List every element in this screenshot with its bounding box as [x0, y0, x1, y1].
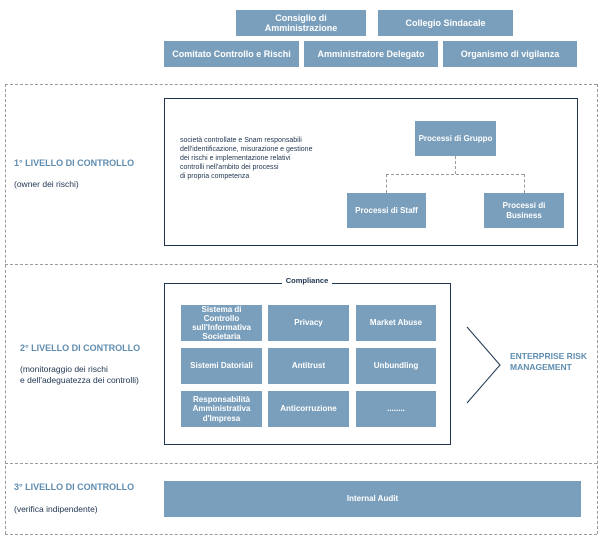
- cell-market-abuse: Market Abuse: [356, 305, 436, 341]
- box-processi-business: Processi di Business: [484, 193, 564, 228]
- cell-ellipsis: ........: [356, 391, 436, 427]
- level3-title: 3° LIVELLO DI CONTROLLO: [14, 482, 135, 492]
- level1-subtitle: (owner dei rischi): [14, 179, 79, 189]
- chevron-right-icon: [466, 326, 501, 404]
- connector-horizontal: [386, 174, 524, 175]
- compliance-label: Compliance: [282, 276, 332, 285]
- internal-audit-bar: Internal Audit: [164, 481, 581, 517]
- outer-bottom-border: [5, 534, 597, 535]
- connector-to-business: [524, 174, 525, 193]
- connector-to-staff: [386, 174, 387, 193]
- level3-subtitle: (verifica indipendente): [14, 504, 98, 514]
- cell-sistemi-datoriali: Sistemi Datoriali: [181, 348, 262, 384]
- outer-top-border: [5, 84, 597, 85]
- outer-right-border: [597, 84, 598, 534]
- cell-controllo-informativa: Sistema di Controllo sull'Informativa So…: [181, 305, 262, 341]
- box-consiglio-amministrazione: Consiglio di Amministrazione: [236, 10, 366, 36]
- cell-responsabilita-amministrativa: Responsabilità Amministrativa d'Impresa: [181, 391, 262, 427]
- box-processi-gruppo: Processi di Gruppo: [415, 121, 496, 156]
- cell-privacy: Privacy: [268, 305, 349, 341]
- level1-title: 1° LIVELLO DI CONTROLLO: [14, 158, 135, 168]
- level2-subtitle: (monitoraggio dei rischi e dell'adeguate…: [20, 364, 139, 386]
- separator-level2-level3: [5, 463, 597, 464]
- outer-left-border: [5, 84, 6, 534]
- connector-gruppo-down: [455, 156, 456, 174]
- cell-antitrust: Antitrust: [268, 348, 349, 384]
- level1-description: società controllate e Snam responsabili …: [180, 137, 313, 181]
- separator-level1-level2: [5, 264, 597, 265]
- box-collegio-sindacale: Collegio Sindacale: [378, 10, 513, 36]
- enterprise-risk-management-label: ENTERPRISE RISK MANAGEMENT: [510, 351, 587, 373]
- box-amministratore-delegato: Amministratore Delegato: [304, 41, 438, 67]
- level2-title: 2° LIVELLO DI CONTROLLO: [20, 343, 141, 353]
- box-processi-staff: Processi di Staff: [347, 193, 426, 228]
- box-comitato-controllo-rischi: Comitato Controllo e Rischi: [164, 41, 299, 67]
- box-organismo-vigilanza: Organismo di vigilanza: [443, 41, 577, 67]
- cell-unbundling: Unbundling: [356, 348, 436, 384]
- cell-anticorruzione: Anticorruzione: [268, 391, 349, 427]
